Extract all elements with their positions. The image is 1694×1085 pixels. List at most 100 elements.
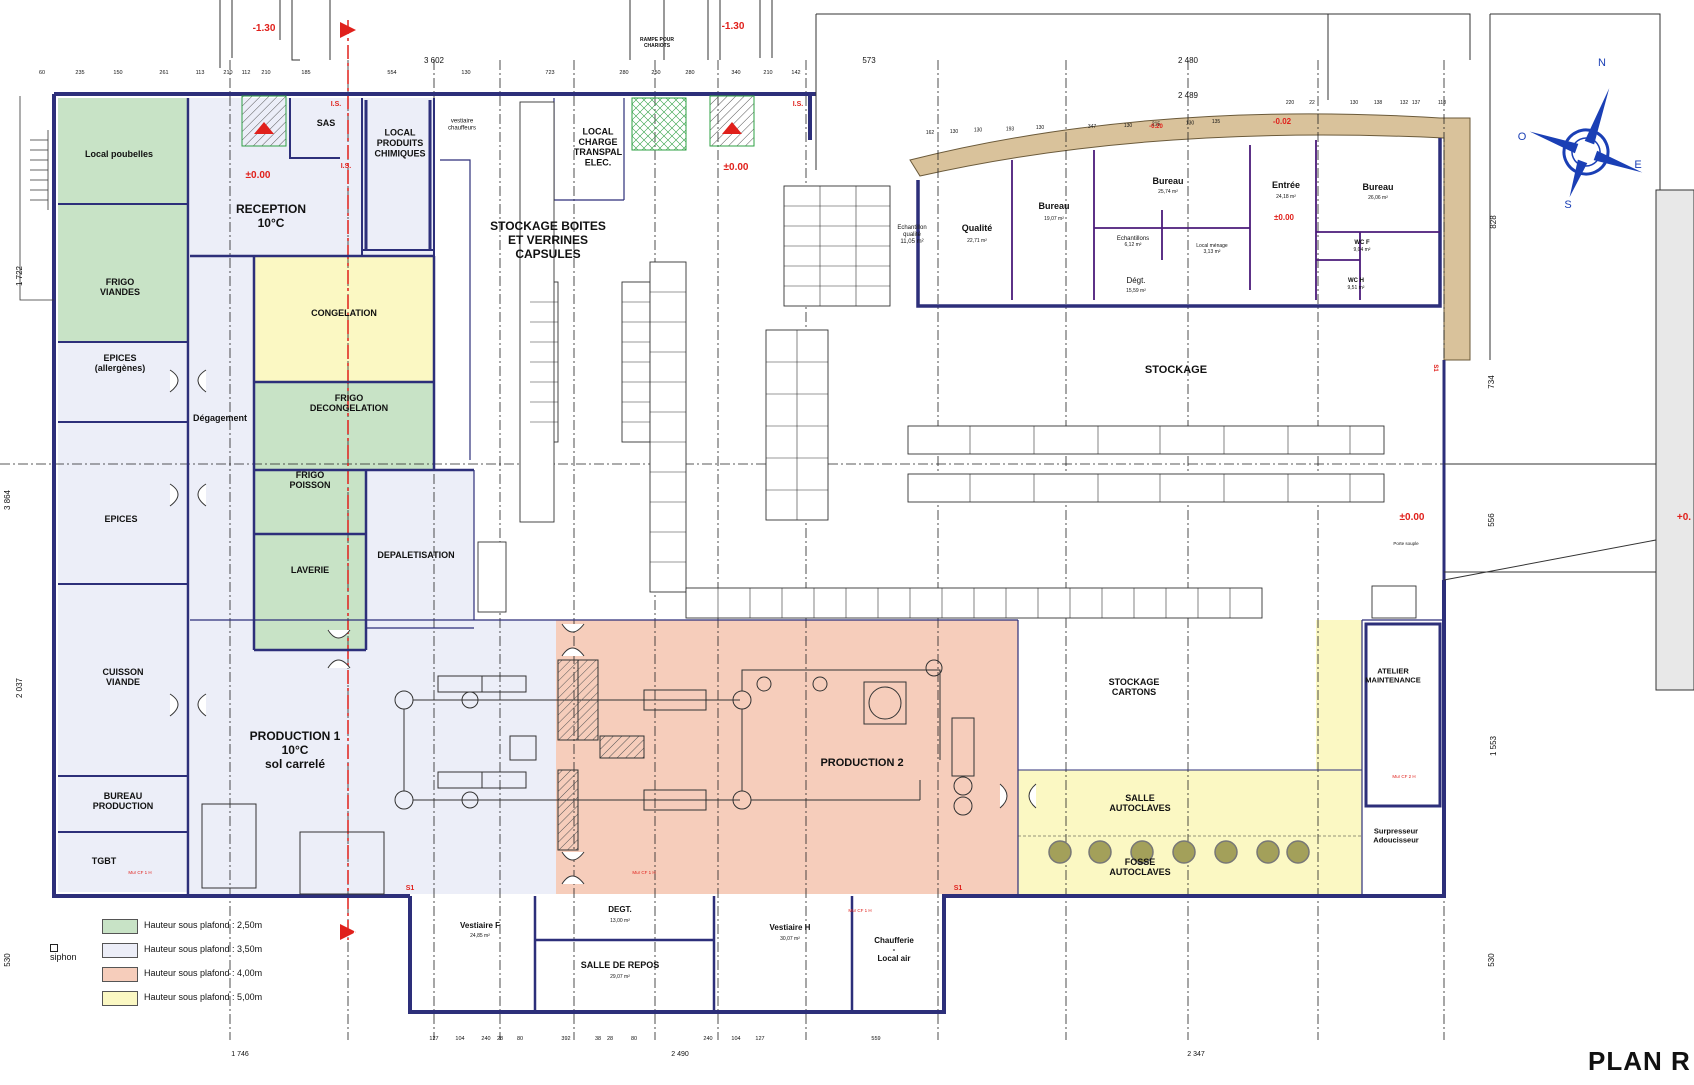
dim-bottom-small: 80: [517, 1036, 523, 1042]
right-1553-label: 1 553: [1489, 735, 1498, 756]
minus-002-label: -0.02: [1273, 117, 1292, 126]
legend-siphon-label: siphon: [50, 952, 77, 962]
dim-top-small: 340: [731, 70, 740, 76]
qualite-area-label: 22,71 m²: [967, 238, 987, 244]
legend-swatch: [102, 919, 138, 934]
top-right-2-label: 2 489: [1178, 91, 1199, 100]
right-level-label: +0.: [1677, 512, 1691, 523]
section-a-label: A: [353, 20, 360, 30]
vestiaire-f-label: Vestiaire F: [460, 921, 500, 930]
dim-bottom-small: 392: [561, 1036, 570, 1042]
plan-title: PLAN R: [1588, 1046, 1691, 1076]
zone-degagement: [190, 256, 254, 650]
salle-repos-area-label: 29,07 m²: [610, 974, 630, 980]
dim-curve-small: 193: [1006, 126, 1015, 132]
degt-office-area-label: 15,59 m²: [1126, 288, 1146, 294]
zone-prod1: [190, 620, 590, 894]
ramp-box: [631, 97, 687, 151]
top-total-label: 3 602: [424, 56, 445, 65]
left-530-label: 530: [3, 953, 12, 967]
legend-item: Hauteur sous plafond : 3,50m: [102, 942, 362, 958]
dim-curve-small: 130: [1186, 120, 1195, 126]
dim-top-small: 554: [387, 70, 396, 76]
bureau-3-label: Bureau: [1362, 182, 1393, 192]
entree-label: Entrée: [1272, 180, 1300, 190]
dim-right-small: 22: [1309, 100, 1315, 106]
right-530-label: 530: [1487, 953, 1496, 967]
depaletisation-label: DEPALETISATION: [377, 550, 454, 560]
compass-e-label: E: [1634, 159, 1641, 171]
dim-top-small: 280: [685, 70, 694, 76]
bureau-2-area-label: 25,74 m²: [1158, 189, 1178, 195]
bottom-1746-label: 1 746: [231, 1051, 249, 1058]
dim-curve-small: 347: [1088, 124, 1097, 130]
dim-curve-small: 215: [1152, 122, 1161, 128]
left-3864-label: 3 864: [3, 489, 12, 510]
dim-top-small: 142: [791, 70, 800, 76]
zone-bureau-prod: [58, 776, 188, 832]
dim-top-small: 723: [545, 70, 554, 76]
entree-area-label: 24,18 m²: [1276, 194, 1296, 200]
dim-curve-small: 130: [974, 128, 983, 134]
degagement-label: Dégagement: [193, 413, 247, 423]
degt-bottom-label: DEGT.: [608, 905, 632, 914]
level-zero-3: ±0.00: [1400, 512, 1425, 523]
mur-cf-label-3: Mur CF 1 H: [848, 908, 871, 913]
dim-top-small: 235: [75, 70, 84, 76]
zero-label: ±0.00: [246, 170, 271, 181]
legend-item: Hauteur sous plafond : 2,50m: [102, 918, 362, 934]
dim-right-small: 130: [1350, 100, 1359, 106]
walls: [52, 92, 1446, 1014]
echantillons-area-label: 6,12 m²: [1125, 242, 1142, 248]
dim-bottom-small: 240: [703, 1036, 712, 1042]
legend-label: Hauteur sous plafond : 2,50m: [144, 920, 263, 930]
zone-salle-autoclaves: [1018, 770, 1362, 894]
right-556-label: 556: [1487, 513, 1496, 527]
is-label-2: I.S.: [341, 163, 352, 170]
dim-bottom-small: 38: [595, 1036, 601, 1042]
dim-bottom-small: 127: [429, 1036, 438, 1042]
production-2-equipment: [577, 659, 975, 816]
dim-right-small: 220: [1286, 100, 1295, 106]
epices-allergenes-label: EPICES(allergènes): [95, 353, 146, 373]
bureau-3-area-label: 26,06 m²: [1368, 195, 1388, 201]
legend-item: Hauteur sous plafond : 4,00m: [102, 966, 362, 982]
dim-top-small: 280: [619, 70, 628, 76]
bureau-2-label: Bureau: [1152, 176, 1183, 186]
dim-top-small: 113: [196, 70, 205, 76]
bottom-2490-label: 2 490: [671, 1051, 689, 1058]
legend-siphon: siphon: [50, 942, 77, 962]
dim-top-small: 261: [159, 70, 168, 76]
degt-office-label: Dégt.: [1126, 276, 1145, 285]
wc-f-label: WC F: [1354, 240, 1370, 246]
zone-laverie: [254, 534, 366, 650]
echantillons-label: Echantillons: [1117, 236, 1149, 242]
compass-rose: [1529, 88, 1643, 198]
vestiaire-h-label: Vestiaire H: [770, 923, 811, 932]
rack-dividers: [530, 186, 1351, 618]
is-label-3: I.S.: [793, 101, 804, 108]
dim-curve-small: 130: [950, 129, 959, 135]
degt-bottom-area-label: 13,00 m²: [610, 918, 630, 924]
top-right-label: 2 480: [1178, 56, 1199, 65]
dim-top-small: 210: [261, 70, 270, 76]
dim-bottom-small: 240: [481, 1036, 490, 1042]
porte-souple-label: Porte souple: [1393, 541, 1419, 546]
dim-right-small: 138: [1374, 100, 1383, 106]
chaufferie-label: Chaufferie-Local air: [874, 936, 914, 963]
dim-curve-small: 130: [1124, 123, 1133, 129]
vestiaire-f-area-label: 24,85 m²: [470, 933, 490, 939]
compass-o-label: O: [1518, 131, 1527, 143]
dim-right-small: 118: [1438, 100, 1446, 106]
zone-facade-band: [909, 113, 1471, 361]
dim-top-small: 210: [763, 70, 772, 76]
compass-n-label: N: [1598, 57, 1606, 69]
zone-congelation: [254, 256, 434, 382]
